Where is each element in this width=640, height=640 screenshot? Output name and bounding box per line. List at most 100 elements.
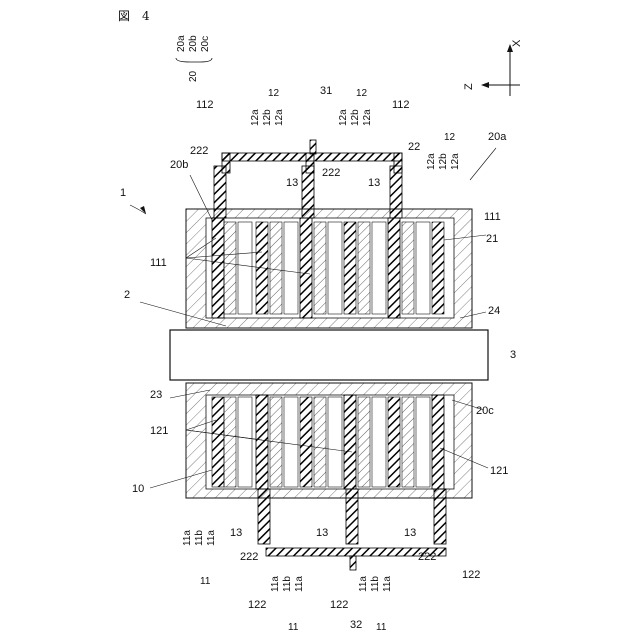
upper-plate: [344, 222, 356, 314]
upper-plate: [432, 222, 444, 314]
lower-plate: [212, 397, 224, 487]
figure-title: 図 4: [118, 9, 150, 23]
label-32: 32: [350, 619, 362, 631]
label-112-left: 112: [196, 99, 214, 111]
svg-text:12a: 12a: [450, 153, 461, 170]
svg-text:11a: 11a: [182, 530, 193, 546]
svg-text:11b: 11b: [194, 530, 205, 546]
top-group-2: 12a 12b 12a 12: [338, 88, 373, 126]
label-222-d: 222: [240, 551, 258, 563]
label-24: 24: [488, 305, 500, 317]
upper-plate: [416, 222, 430, 314]
label-13-e: 13: [404, 527, 416, 539]
svg-text:11: 11: [376, 622, 387, 633]
svg-text:12a: 12a: [426, 153, 437, 170]
lower-plate-thick: [256, 395, 268, 489]
lower-plate: [314, 397, 326, 487]
svg-text:12a: 12a: [250, 109, 261, 126]
upper-plate: [284, 222, 298, 314]
label-111-top: 111: [484, 211, 501, 223]
label-31: 31: [320, 85, 332, 97]
svg-text:11b: 11b: [282, 576, 293, 592]
svg-text:12: 12: [268, 88, 280, 99]
label-13-c: 13: [230, 527, 242, 539]
svg-text:11: 11: [200, 576, 211, 587]
label-122-c: 122: [462, 569, 480, 581]
lower-plate: [224, 397, 236, 487]
svg-text:12a: 12a: [274, 109, 285, 126]
svg-text:11a: 11a: [294, 576, 305, 592]
label-222-a: 222: [190, 145, 208, 157]
svg-text:11a: 11a: [270, 576, 281, 592]
arrow-1: [140, 206, 146, 214]
svg-text:12b: 12b: [350, 109, 361, 126]
label-20c: 20c: [476, 405, 494, 417]
upper-stack: [212, 218, 444, 318]
lower-stack: [212, 395, 444, 489]
label-222-b: 222: [322, 167, 340, 179]
label-20a: 20a: [488, 131, 507, 143]
top-group-3: 12a 12b 12a 12: [426, 132, 461, 170]
legend-20b: 20b: [188, 35, 199, 52]
legend-20-parent: 20: [188, 70, 199, 82]
label-222-e: 222: [418, 551, 436, 563]
label-2: 2: [124, 289, 130, 301]
svg-text:12a: 12a: [362, 109, 373, 126]
label-112-right: 112: [392, 99, 410, 111]
upper-plate-thick: [212, 218, 224, 318]
upper-plate: [224, 222, 236, 314]
upper-plate: [270, 222, 282, 314]
label-22: 22: [408, 141, 420, 153]
bottom-group-3: 11a 11b 11a 11: [358, 576, 393, 633]
upper-plate: [372, 222, 386, 314]
upper-plate: [238, 222, 252, 314]
legend-20c: 20c: [200, 36, 211, 52]
label-10: 10: [132, 483, 144, 495]
lower-plate: [328, 397, 342, 487]
bottom-group-1: 11a 11b 11a 11: [182, 530, 217, 587]
upper-plate-thick: [388, 218, 400, 318]
lower-plate: [358, 397, 370, 487]
label-21: 21: [486, 233, 498, 245]
upper-plate-thick: [300, 218, 312, 318]
svg-text:12: 12: [444, 132, 456, 143]
upper-plate: [314, 222, 326, 314]
upper-plate: [358, 222, 370, 314]
upper-plate: [402, 222, 414, 314]
lower-plate: [284, 397, 298, 487]
svg-text:11a: 11a: [382, 576, 393, 592]
lower-plate-thick: [432, 395, 444, 489]
lower-plate: [300, 397, 312, 487]
label-20b: 20b: [170, 159, 188, 171]
svg-text:11a: 11a: [206, 530, 217, 546]
svg-text:12a: 12a: [338, 109, 349, 126]
svg-text:12b: 12b: [438, 153, 449, 170]
label-3: 3: [510, 349, 516, 361]
lower-plate: [402, 397, 414, 487]
svg-text:11a: 11a: [358, 576, 369, 592]
label-13-b: 13: [368, 177, 380, 189]
legend-20: 20a 20b 20c 20: [176, 35, 212, 82]
lower-plate: [238, 397, 252, 487]
label-122-a: 122: [248, 599, 266, 611]
lower-plate-thick: [344, 395, 356, 489]
upper-plate: [328, 222, 342, 314]
svg-text:12b: 12b: [262, 109, 273, 126]
label-121-right: 121: [490, 465, 508, 477]
lower-plate: [372, 397, 386, 487]
shaft-3: [170, 330, 488, 380]
axis-x-label: X: [511, 39, 523, 47]
label-13-a: 13: [286, 177, 298, 189]
label-23: 23: [150, 389, 162, 401]
axis-z-label: Z: [463, 83, 475, 90]
lower-plate: [416, 397, 430, 487]
legend-brace: [176, 58, 212, 62]
label-13-d: 13: [316, 527, 328, 539]
label-122-b: 122: [330, 599, 348, 611]
axis-indicator: X Z: [463, 39, 523, 96]
label-1: 1: [120, 187, 126, 199]
label-121-left: 121: [150, 425, 168, 437]
svg-text:11b: 11b: [370, 576, 381, 592]
svg-text:11: 11: [288, 622, 299, 633]
